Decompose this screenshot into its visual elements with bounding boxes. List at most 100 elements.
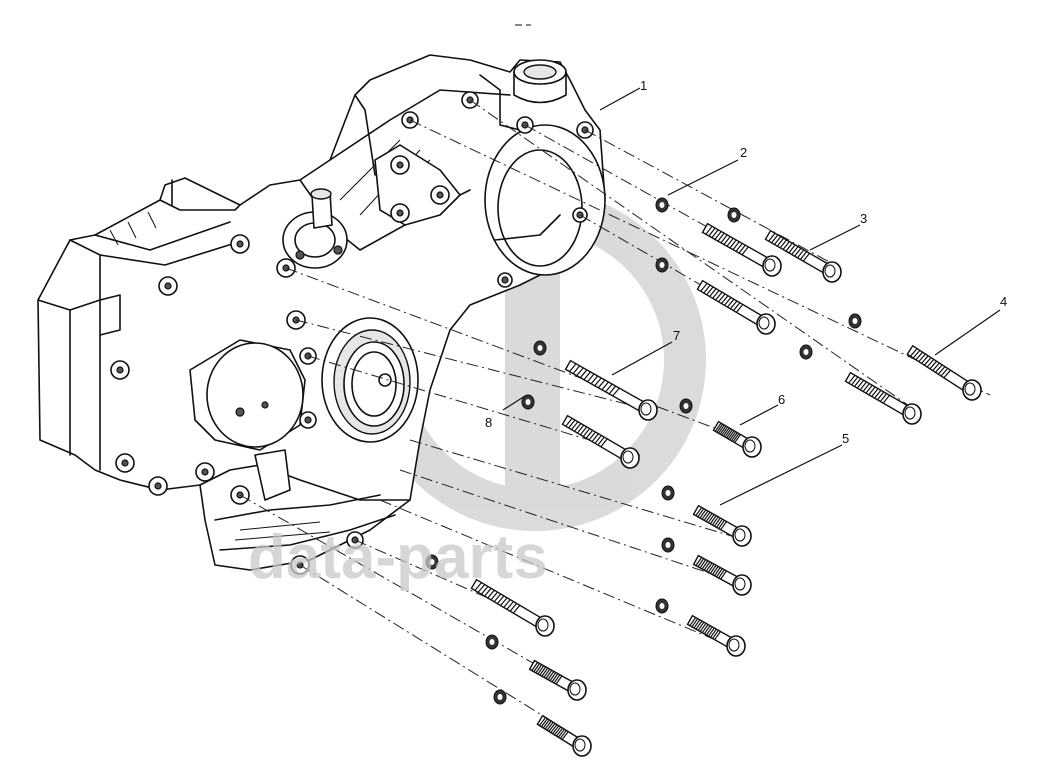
thread-line	[703, 511, 711, 521]
bolt	[696, 279, 776, 335]
thread-line	[707, 514, 715, 524]
thread-line	[576, 424, 585, 434]
thread-line	[874, 389, 882, 399]
bolt	[712, 420, 762, 458]
thread-line	[708, 227, 716, 237]
bolt	[692, 554, 752, 596]
thread-line	[729, 239, 737, 249]
lock-washer	[655, 197, 669, 213]
bolt-head-face	[622, 450, 634, 464]
thread-line	[493, 593, 502, 603]
thread-line	[587, 373, 595, 383]
bolt-head-face	[734, 528, 746, 542]
thread-line	[729, 431, 737, 441]
thread-line	[546, 721, 554, 731]
thread-line	[538, 717, 547, 726]
thread-line	[531, 662, 539, 671]
thread-line	[707, 563, 715, 573]
thread-line	[937, 366, 946, 375]
thread-line	[716, 518, 723, 528]
thread-line	[544, 720, 552, 730]
thread-line	[929, 360, 938, 370]
thread-line	[480, 586, 489, 595]
thread-line	[785, 242, 793, 252]
thread-line	[732, 241, 740, 251]
thread-line	[559, 730, 567, 739]
bolt-head-face	[744, 439, 756, 453]
thread-line	[506, 601, 514, 610]
thread-line	[594, 435, 602, 444]
thread-line	[590, 375, 599, 385]
lock-washer	[661, 485, 675, 501]
thread-line	[727, 298, 735, 308]
thread-line	[594, 377, 602, 387]
thread-line	[802, 252, 811, 262]
bolt-head	[620, 447, 640, 469]
thread-line	[712, 290, 720, 299]
thread-line	[943, 369, 951, 379]
bolt	[561, 414, 640, 469]
bolt	[470, 578, 555, 637]
thread-line	[542, 719, 550, 729]
upper-bore	[484, 124, 606, 276]
thread-line	[771, 234, 779, 244]
thread-line	[565, 417, 573, 427]
thread-line	[705, 512, 713, 522]
thread-line	[859, 381, 867, 391]
thread-line	[912, 350, 921, 359]
thread-line	[713, 517, 721, 527]
thread-line	[915, 351, 924, 361]
thread-line	[699, 559, 707, 569]
thread-line	[555, 675, 563, 685]
thread-line	[724, 428, 732, 438]
callout-8: 8	[485, 415, 492, 430]
thread-line	[539, 666, 547, 676]
thread-line	[714, 231, 722, 240]
thread-line	[711, 516, 719, 526]
thread-line	[921, 355, 929, 364]
thread-line	[722, 427, 730, 437]
thread-line	[695, 620, 703, 630]
thread-line	[591, 433, 599, 442]
bolt-head	[742, 436, 762, 458]
thread-line	[718, 424, 725, 434]
thread-line	[557, 728, 565, 738]
bolt	[686, 614, 746, 657]
thread-line	[697, 508, 705, 518]
thread-line	[701, 560, 709, 570]
thread-line	[782, 241, 790, 250]
thread-line	[735, 243, 743, 252]
thread-line	[851, 376, 859, 386]
bolt-head	[535, 615, 555, 637]
thread-line	[579, 426, 588, 436]
thread-line	[768, 232, 776, 242]
lock-washer	[655, 257, 669, 273]
thread-line	[576, 367, 584, 377]
bolt-head-face	[537, 618, 549, 632]
thread-line	[788, 244, 796, 254]
thread-line	[712, 629, 719, 639]
thread-line	[574, 423, 582, 432]
bolt-head	[638, 399, 658, 421]
bolt-head-face	[964, 382, 976, 396]
thread-line	[935, 364, 943, 373]
bolt-head-face	[824, 264, 836, 278]
thread-line	[734, 434, 741, 444]
thread-line	[709, 288, 717, 297]
thread-line	[693, 619, 701, 629]
callout-3: 3	[860, 211, 867, 226]
bolt-head-face	[758, 316, 770, 330]
thread-line	[512, 604, 521, 614]
thread-line	[720, 234, 728, 244]
thread-line	[719, 425, 727, 435]
thread-line	[537, 665, 545, 675]
bolt	[536, 714, 592, 757]
thread-line	[697, 621, 705, 631]
thread-line	[545, 669, 553, 679]
thread-line	[848, 374, 856, 384]
lock-washer	[533, 340, 547, 356]
bolt-head-face	[569, 682, 581, 696]
thread-line	[550, 724, 558, 733]
thread-line	[556, 727, 564, 737]
thread-line	[853, 378, 862, 387]
